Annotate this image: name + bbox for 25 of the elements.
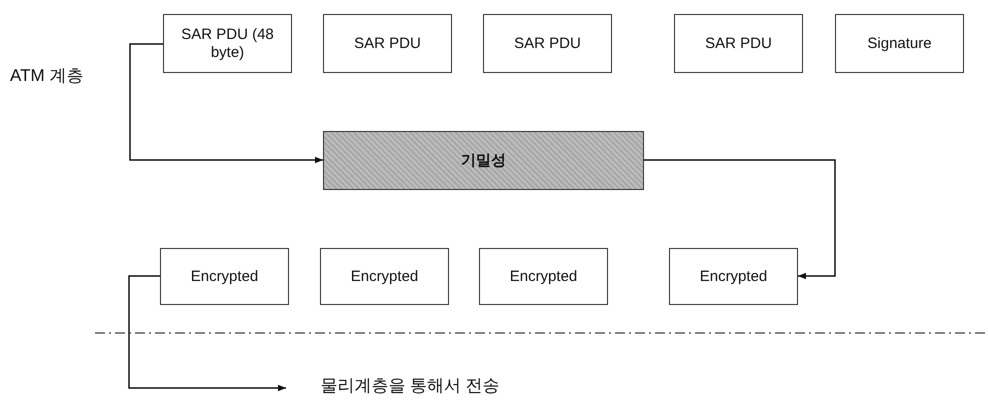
process-box [323,131,644,190]
packet-box [835,14,964,73]
packet-box [163,14,292,73]
layer-label: ATM 계층 [10,65,84,87]
packet-box [669,248,798,305]
node-text: SAR PDU [513,34,582,52]
arrow [128,275,286,392]
node-text: Signature [866,34,933,52]
packet-box [483,14,612,73]
packet-box [323,14,452,73]
node-text: SAR PDU (48 byte) [180,26,275,61]
node-text: Encrypted [190,268,260,286]
node-text: Encrypted [508,268,578,286]
node-text: 기밀성 [460,152,507,170]
node-text: Encrypted [350,268,420,286]
packet-box [320,248,449,305]
packet-box [479,248,608,305]
node-text: SAR PDU [353,34,422,52]
packet-box [160,248,289,305]
node-text: SAR PDU [704,34,773,52]
arrow [644,159,836,280]
node-text: Encrypted [698,268,768,286]
node-text: 물리계층을 통해서 전송 [319,376,501,396]
arrow [129,43,323,164]
packet-box [674,14,803,73]
